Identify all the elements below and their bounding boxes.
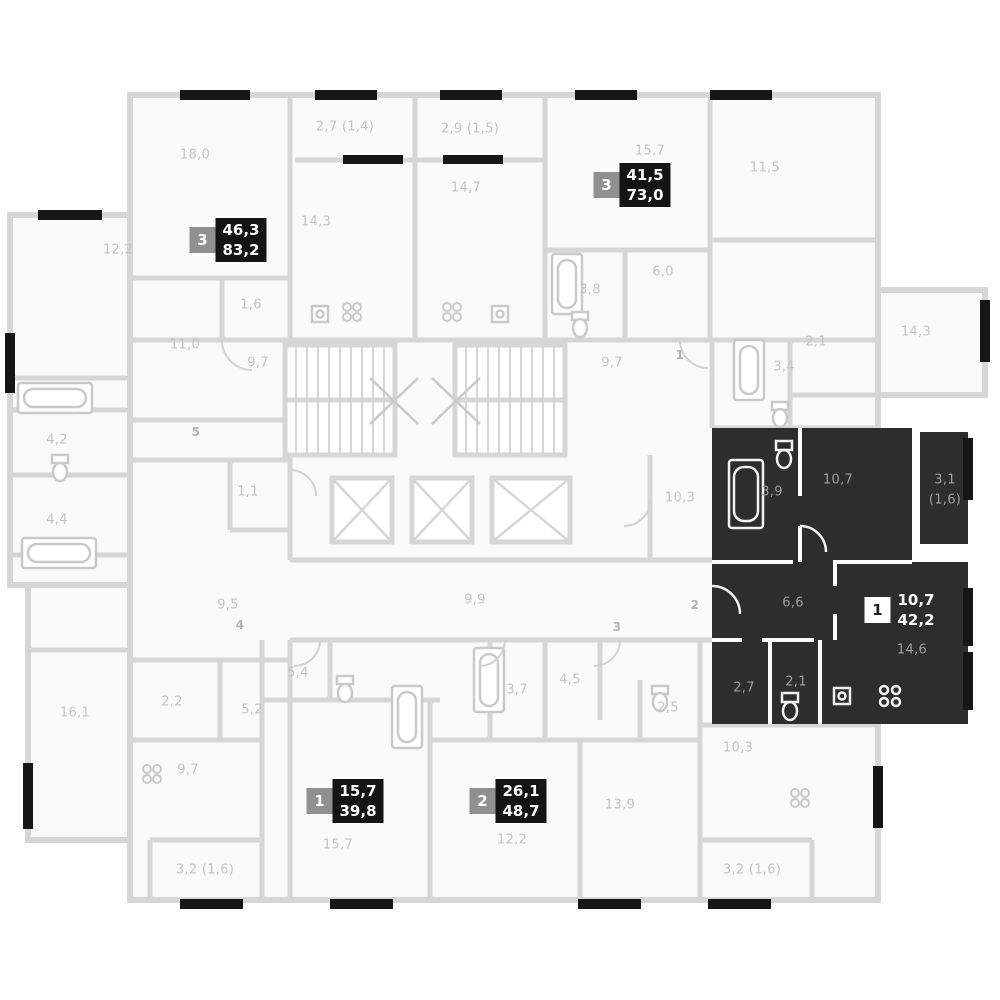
badge-areas: 41,5 73,0 bbox=[619, 163, 671, 207]
badge-total-area: 48,7 bbox=[502, 802, 540, 820]
apartment-badge-3-room-right[interactable]: 3 41,5 73,0 bbox=[593, 163, 671, 207]
room-area-label: 3,1 bbox=[934, 472, 956, 488]
room-area-label: 14,6 bbox=[896, 642, 928, 658]
badge-areas: 10,7 42,2 bbox=[890, 588, 942, 632]
badge-room-count: 3 bbox=[189, 227, 216, 253]
room-area-label: 4,2 bbox=[46, 432, 68, 448]
apartment-badge-1-room-bottom[interactable]: 1 15,7 39,8 bbox=[306, 779, 384, 823]
badge-areas: 15,7 39,8 bbox=[332, 779, 384, 823]
apartment-badge-3-room-left[interactable]: 3 46,3 83,2 bbox=[189, 218, 267, 262]
room-area-label: 2,1 bbox=[785, 674, 807, 690]
room-area-label: 2,2 bbox=[161, 694, 183, 710]
room-area-label: 15,7 bbox=[322, 837, 354, 853]
badge-areas: 26,1 48,7 bbox=[495, 779, 547, 823]
room-area-label: 2,9 (1,5) bbox=[440, 121, 500, 137]
selected-room-10-7 bbox=[712, 428, 912, 562]
room-area-label: 9,7 bbox=[177, 762, 199, 778]
badge-room-count: 1 bbox=[306, 788, 333, 814]
badge-living-area: 41,5 bbox=[626, 166, 664, 184]
badge-areas: 46,3 83,2 bbox=[215, 218, 267, 262]
room-area-label: 5,4 bbox=[287, 665, 309, 681]
window-bars bbox=[5, 90, 990, 909]
room-area-label: 10,3 bbox=[664, 490, 696, 506]
room-area-label: 3,2 (1,6) bbox=[722, 862, 782, 878]
circulation-marker: 4 bbox=[235, 618, 245, 632]
room-area-label: 16,1 bbox=[59, 705, 91, 721]
room-area-label: 4,5 bbox=[559, 672, 581, 688]
room-area-label: 12,2 bbox=[496, 832, 528, 848]
room-area-label: 2,1 bbox=[805, 334, 827, 350]
room-area-label: 5,2 bbox=[241, 702, 263, 718]
apartment-badge-2-room-bottom[interactable]: 2 26,1 48,7 bbox=[469, 779, 547, 823]
selected-balcony-3-1 bbox=[920, 432, 968, 544]
room-area-label: 3,8 bbox=[579, 282, 601, 298]
circulation-marker: 1 bbox=[675, 348, 685, 362]
room-area-label: 18,0 bbox=[179, 147, 211, 163]
stove-hob-icons bbox=[142, 302, 810, 808]
room-area-label: 4,4 bbox=[46, 512, 68, 528]
room-area-label: 2,7 (1,4) bbox=[315, 119, 375, 135]
room-area-label: 14,3 bbox=[900, 324, 932, 340]
badge-total-area: 39,8 bbox=[339, 802, 377, 820]
room-area-label: 11,0 bbox=[169, 337, 201, 353]
room-area-label: 3,4 bbox=[773, 359, 795, 375]
circulation-marker: 5 bbox=[191, 425, 201, 439]
room-area-label: 2,7 bbox=[733, 680, 755, 696]
room-area-label: 6,6 bbox=[782, 595, 804, 611]
room-area-label: 9,7 bbox=[601, 355, 623, 371]
room-area-label: 9,9 bbox=[464, 592, 486, 608]
door-arcs bbox=[221, 339, 709, 667]
room-area-label: 2,5 bbox=[657, 700, 679, 716]
room-area-label: 6,0 bbox=[652, 264, 674, 280]
room-area-label: 3,2 (1,6) bbox=[175, 862, 235, 878]
room-area-label: 1,1 bbox=[237, 484, 259, 500]
badge-room-count: 3 bbox=[593, 172, 620, 198]
selected-apartment-walls bbox=[712, 428, 912, 724]
badge-living-area: 46,3 bbox=[222, 221, 260, 239]
room-area-label: 13,9 bbox=[604, 797, 636, 813]
apartment-badge-1-room-selected[interactable]: 1 10,7 42,2 bbox=[864, 588, 942, 632]
bathroom-fixtures bbox=[16, 252, 790, 750]
room-area-label: 11,5 bbox=[749, 160, 781, 176]
room-area-label: 12,2 bbox=[102, 242, 134, 258]
room-area-label: 9,7 bbox=[247, 355, 269, 371]
room-area-label: 15,7 bbox=[634, 143, 666, 159]
circulation-marker: 3 bbox=[612, 620, 622, 634]
badge-total-area: 42,2 bbox=[897, 611, 935, 629]
room-area-label: 1,6 bbox=[240, 297, 262, 313]
badge-total-area: 73,0 bbox=[626, 186, 664, 204]
stairwell bbox=[282, 342, 568, 458]
selected-apartment-fixtures bbox=[711, 439, 902, 722]
circulation-marker: 2 bbox=[690, 598, 700, 612]
badge-total-area: 83,2 bbox=[222, 241, 260, 259]
room-area-label: 3,9 bbox=[761, 484, 783, 500]
room-area-label: 10,7 bbox=[822, 472, 854, 488]
room-area-label: (1,6) bbox=[928, 492, 962, 508]
room-area-label: 9,5 bbox=[217, 597, 239, 613]
badge-living-area: 26,1 bbox=[502, 782, 540, 800]
room-area-label: 14,3 bbox=[300, 214, 332, 230]
badge-room-count: 1 bbox=[864, 597, 891, 623]
room-area-label: 14,7 bbox=[450, 180, 482, 196]
room-area-label: 3,7 bbox=[506, 682, 528, 698]
elevator-shaft bbox=[329, 475, 573, 545]
badge-living-area: 10,7 bbox=[897, 591, 935, 609]
room-area-label: 10,3 bbox=[722, 740, 754, 756]
badge-living-area: 15,7 bbox=[339, 782, 377, 800]
badge-room-count: 2 bbox=[469, 788, 496, 814]
